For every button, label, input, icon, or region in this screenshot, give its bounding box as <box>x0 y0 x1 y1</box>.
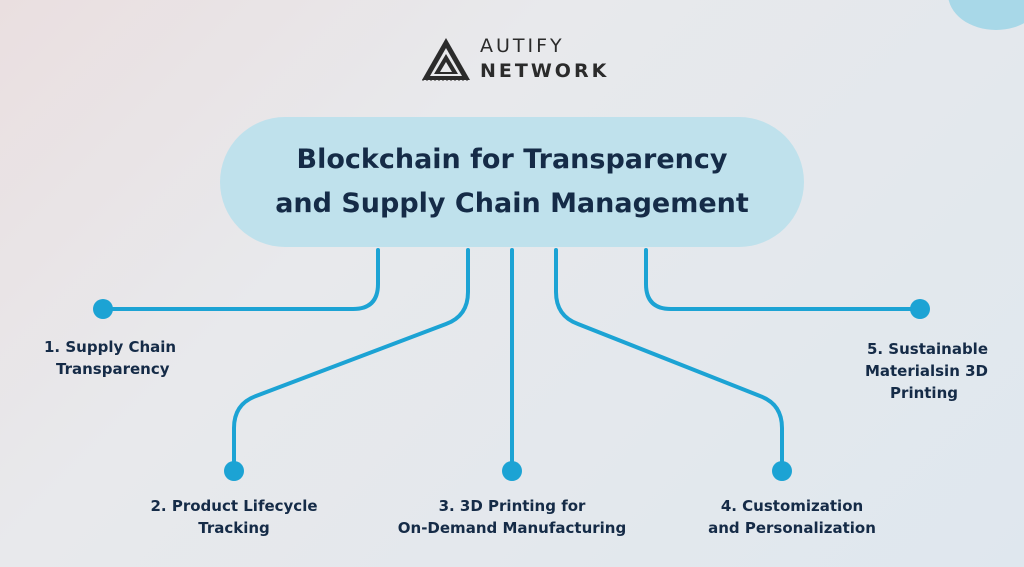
connector-4 <box>554 248 784 472</box>
node-dot-1 <box>93 299 113 319</box>
node-label-3-line1: 3. 3D Printing for <box>438 497 586 515</box>
node-label-5-line1: 5. Sustainable <box>866 340 988 358</box>
title-line-1: Blockchain for Transparency <box>296 144 728 175</box>
node-label-5-line3: Printing <box>890 384 958 402</box>
node-label-2: 2. Product Lifecycle Tracking <box>136 495 332 539</box>
connector-1 <box>101 248 380 311</box>
node-label-2-line1: 2. Product Lifecycle <box>150 497 318 515</box>
logo-text-bottom: NETWORK <box>480 60 610 82</box>
node-label-2-line2: Tracking <box>198 519 270 537</box>
node-label-5-line2: Materialsin 3D <box>864 362 988 380</box>
node-label-5: 5. Sustainable Materialsin 3D Printing <box>808 338 988 404</box>
autify-logo: AUTIFY NETWORK <box>420 36 609 82</box>
node-label-3: 3. 3D Printing for On-Demand Manufacturi… <box>372 495 652 539</box>
node-dot-4 <box>772 461 792 481</box>
node-label-4-line1: 4. Customization <box>720 497 864 515</box>
logo-wordmark: AUTIFY NETWORK <box>480 37 609 81</box>
connector-5 <box>644 248 920 311</box>
node-dot-2 <box>224 461 244 481</box>
title-line-2: and Supply Chain Management <box>275 188 749 219</box>
node-label-1-line1: 1. Supply Chain <box>44 338 177 356</box>
central-title-box: Blockchain for Transparency and Supply C… <box>220 117 804 247</box>
node-label-1: 1. Supply Chain Transparency <box>44 336 176 380</box>
node-dot-5 <box>910 299 930 319</box>
node-label-3-line2: On-Demand Manufacturing <box>397 519 627 537</box>
connector-2 <box>232 248 470 472</box>
node-label-4: 4. Customization and Personalization <box>682 495 902 539</box>
node-dot-3 <box>502 461 522 481</box>
node-label-4-line2: and Personalization <box>708 519 876 537</box>
logo-text-top: AUTIFY <box>480 35 565 57</box>
node-label-1-line2: Transparency <box>56 360 170 378</box>
triangle-logo-icon <box>422 38 470 81</box>
